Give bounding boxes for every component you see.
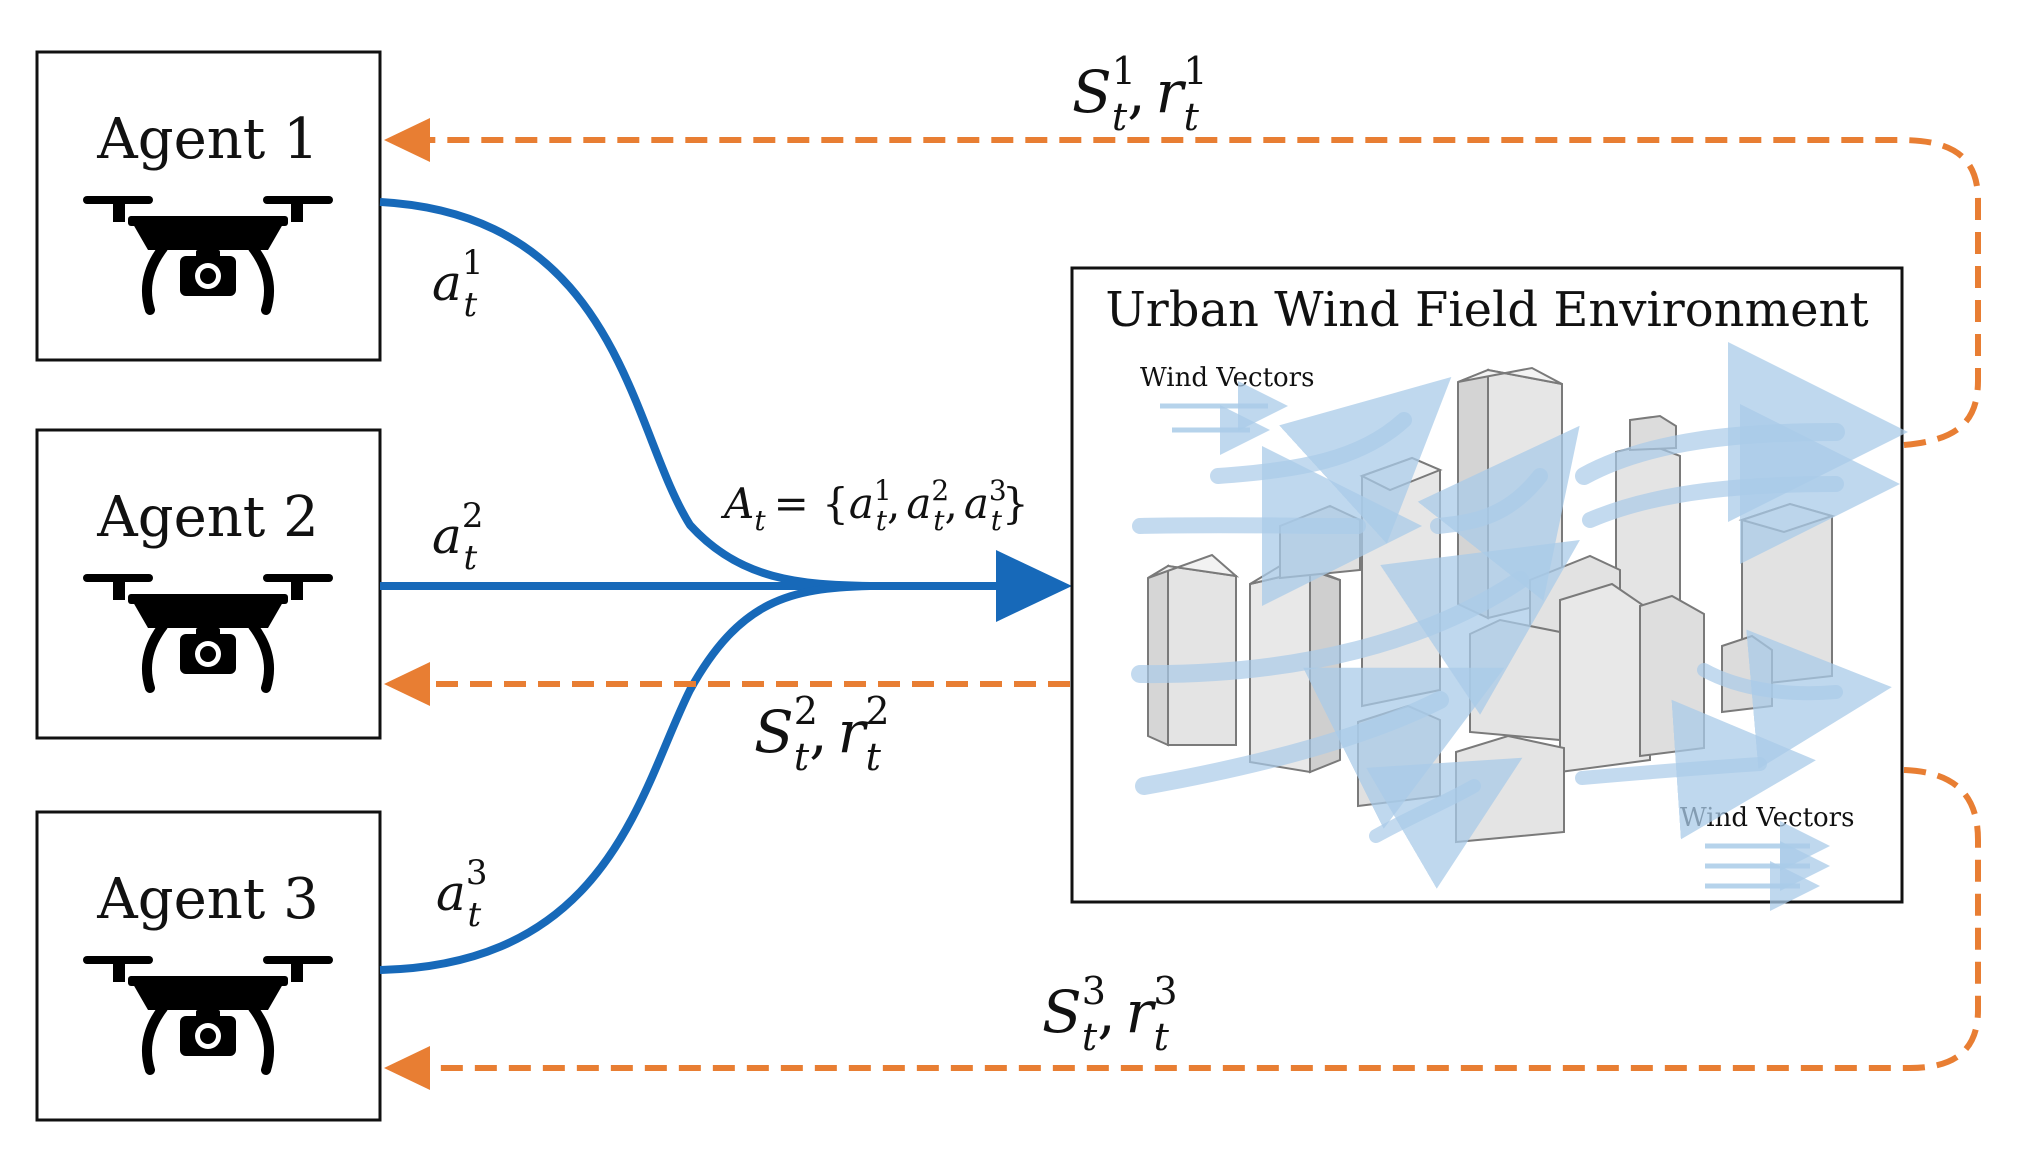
feedback-path-agent-1 [420,137,1981,448]
action-curve-agent-3 [379,582,871,974]
wind-legend-arrows-bottom [1705,821,1830,911]
feedback-arrowhead-agent-1 [384,118,430,162]
feedback-arrowhead-agent-2 [384,662,430,706]
agent-2-label: Agent 2 [96,485,318,550]
wind-vectors-label-bottom: Wind Vectors [1680,803,1854,833]
feedback-flows [420,137,1981,1071]
agent-3-label: Agent 3 [96,867,318,932]
wind-streams [1131,342,1908,889]
feedback-path-agent-3 [420,767,1981,1071]
action-arrowhead [996,550,1072,622]
agent-1-label: Agent 1 [96,107,318,172]
environment-title: Urban Wind Field Environment [1105,282,1868,338]
environment-box: Urban Wind Field Environment Wind Vector… [1070,266,1908,911]
agent-2-box: Agent 2 [35,428,382,740]
feedback-arrowhead-agent-3 [384,1046,430,1090]
agent-3-box: Agent 3 [35,810,382,1122]
wind-legend-arrows-top [1160,381,1288,455]
action-curve-agent-1 [379,198,871,590]
agent-1-box: Agent 1 [35,50,382,362]
action-flows [379,198,1000,974]
wind-vectors-label-top: Wind Vectors [1140,363,1314,393]
